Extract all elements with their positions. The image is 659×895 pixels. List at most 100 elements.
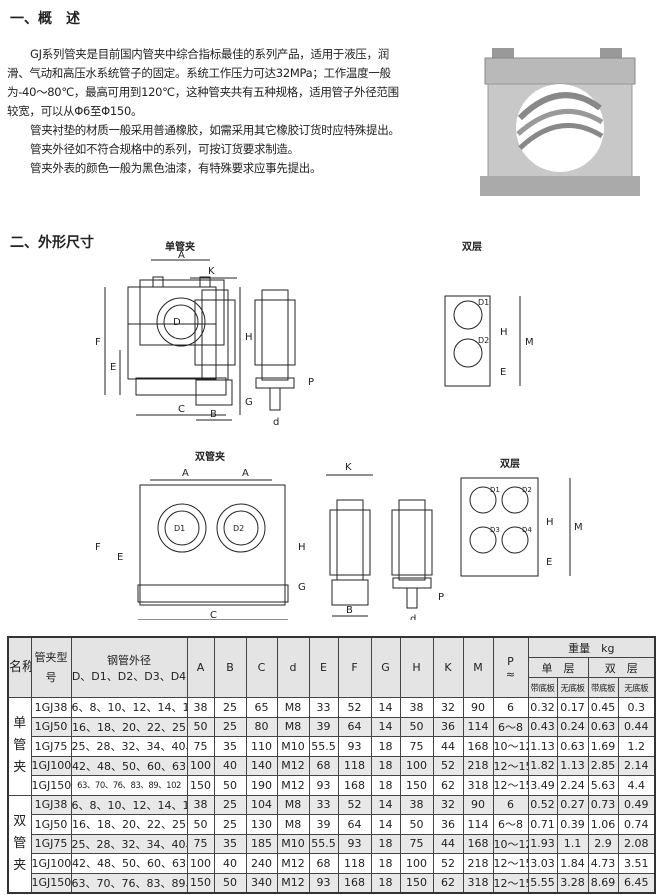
table-cell: 50 — [186, 814, 215, 835]
paragraph: 管夹外表的颜色一般为黑色油漆，有特殊要求应事先提出。 — [30, 161, 322, 175]
table-cell: 62 — [432, 872, 464, 894]
table-cell: 1GJ100 — [30, 755, 72, 776]
svg-text:C: C — [178, 404, 185, 415]
table-cell: 0.74 — [617, 814, 656, 835]
paragraph: GJ系列管夹是目前国内管夹中综合指标最佳的系列产品，适用于液压，润滑、气动和高压… — [7, 47, 399, 118]
table-cell: 25 — [213, 794, 247, 815]
table-row: 1GJ7525、28、32、34、40、427535110M1055.59318… — [8, 736, 656, 757]
table-cell: 3.51 — [617, 853, 656, 874]
table-cell: 0.73 — [587, 794, 619, 815]
header-col-H: H — [399, 636, 434, 698]
group-name: 单管夹 — [7, 697, 32, 796]
table-cell: 75 — [399, 833, 434, 854]
table-cell: 114 — [462, 716, 494, 737]
approx: ≈ — [505, 667, 516, 681]
svg-text:K: K — [208, 266, 215, 277]
header-col-F: F — [337, 636, 372, 698]
table-cell: 6、8、10、12、14、16 — [70, 794, 188, 815]
svg-text:双层: 双层 — [462, 241, 482, 253]
table-cell: 64 — [337, 716, 372, 737]
table-cell: 0.45 — [587, 697, 619, 718]
table-cell: 33 — [308, 697, 339, 718]
table-cell: 1GJ150 — [30, 775, 72, 796]
pipe-clamp-photo — [480, 48, 640, 196]
table-cell: 1.1 — [556, 833, 589, 854]
table-cell: 0.52 — [527, 794, 558, 815]
table-cell: 218 — [462, 755, 494, 776]
header-without-base: 无底板 — [556, 677, 589, 698]
table-cell: 55.5 — [308, 833, 339, 854]
table-row: 1GJ15063、70、76、83、89、10215050340M1293168… — [8, 872, 656, 894]
svg-text:G: G — [245, 397, 253, 408]
svg-text:M: M — [525, 337, 534, 348]
table-cell: 75 — [186, 736, 215, 757]
table-cell: 0.43 — [527, 716, 558, 737]
header-with-base: 带底板 — [527, 677, 558, 698]
table-cell: 50 — [399, 814, 434, 835]
double-clamp-side-views: K B Pd — [326, 462, 444, 620]
table-cell: 100 — [399, 755, 434, 776]
table-cell: 6、8、10、12、14、16 — [70, 697, 188, 718]
table-cell: 100 — [186, 853, 215, 874]
table-cell: M12 — [276, 872, 310, 894]
header-without-base: 无底板 — [617, 677, 656, 698]
table-cell: 1.93 — [527, 833, 558, 854]
table-cell: 1GJ100 — [30, 853, 72, 874]
svg-text:P: P — [438, 592, 444, 603]
table-cell: 3.28 — [556, 872, 589, 894]
table-cell: 1.82 — [527, 755, 558, 776]
svg-text:D2: D2 — [478, 336, 489, 345]
table-cell: 40 — [213, 853, 247, 874]
table-cell: M10 — [276, 833, 310, 854]
table-cell: 14 — [370, 794, 401, 815]
svg-text:D3: D3 — [490, 526, 500, 534]
header-col-A: A — [186, 636, 215, 698]
table-cell: 114 — [462, 814, 494, 835]
table-cell: 1.13 — [527, 736, 558, 757]
table-cell: 93 — [308, 775, 339, 796]
table-cell: 1GJ38 — [30, 697, 72, 718]
table-cell: 18 — [370, 872, 401, 894]
svg-text:E: E — [500, 367, 506, 378]
header-weight: 重量 kg — [527, 636, 656, 658]
svg-text:H: H — [245, 332, 253, 343]
table-cell: 1.2 — [617, 736, 656, 757]
table-cell: 36 — [432, 716, 464, 737]
table-cell: 16、18、20、22、25 — [70, 716, 188, 737]
header-col-E: E — [308, 636, 339, 698]
table-cell: 1.84 — [556, 853, 589, 874]
svg-text:D2: D2 — [233, 524, 244, 533]
table-cell: 168 — [462, 833, 494, 854]
table-cell: 150 — [186, 775, 215, 796]
table-cell: 14 — [370, 697, 401, 718]
table-cell: 64 — [337, 814, 372, 835]
table-cell: 318 — [462, 775, 494, 796]
table-cell: 318 — [462, 872, 494, 894]
table-cell: 0.32 — [527, 697, 558, 718]
table-cell: 39 — [308, 814, 339, 835]
table-cell: 104 — [245, 794, 278, 815]
table-cell: 38 — [399, 697, 434, 718]
table-cell: 50 — [213, 775, 247, 796]
svg-text:B: B — [210, 409, 217, 420]
table-cell: 35 — [213, 736, 247, 757]
svg-text:K: K — [345, 462, 352, 473]
table-cell: M12 — [276, 755, 310, 776]
table-cell: 0.3 — [617, 697, 656, 718]
table-cell: 185 — [245, 833, 278, 854]
od-sub: D、D1、D2、D3、D4 — [71, 669, 187, 683]
svg-text:A: A — [178, 250, 185, 261]
table-cell: 12～15 — [492, 853, 529, 874]
svg-text:M: M — [574, 522, 583, 533]
table-cell: 8.69 — [587, 872, 619, 894]
table-cell: 44 — [432, 736, 464, 757]
single-clamp-side-views: K B Pd — [190, 266, 314, 428]
table-cell: M12 — [276, 853, 310, 874]
table-cell: 168 — [337, 872, 372, 894]
